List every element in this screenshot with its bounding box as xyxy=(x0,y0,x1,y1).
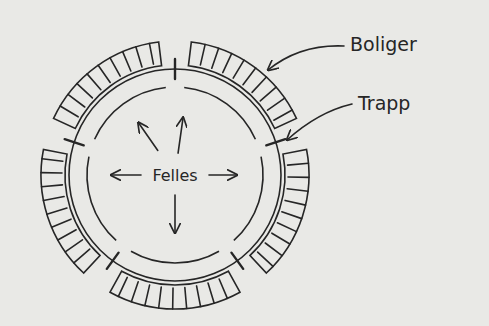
apartment-divider xyxy=(47,208,67,214)
apartment-divider xyxy=(208,283,214,303)
apartment-divider xyxy=(197,286,201,307)
apartment-divider xyxy=(223,54,232,73)
direction-arrow xyxy=(138,123,158,151)
common-area: Felles xyxy=(91,91,259,259)
housing-wing xyxy=(250,149,309,273)
housing-wing xyxy=(54,42,162,129)
apartment-divider xyxy=(145,285,150,305)
inner-wall xyxy=(87,157,116,241)
apartment-divider xyxy=(200,44,205,64)
apartment-divider xyxy=(42,185,63,187)
inner-wall xyxy=(95,87,166,139)
direction-arrow xyxy=(209,174,237,176)
area-label: Felles xyxy=(152,166,197,185)
apartment-divider xyxy=(68,94,85,107)
apartment-divider xyxy=(277,223,296,232)
stair-mark xyxy=(107,253,119,269)
inner-wall xyxy=(184,87,255,139)
apartment-divider xyxy=(258,252,273,266)
apartment-divider xyxy=(41,172,62,174)
apartment-divider xyxy=(285,200,305,205)
apartment-divider xyxy=(98,65,110,82)
apartment-divider xyxy=(118,277,127,296)
apartment-divider xyxy=(185,288,187,309)
leader-arrow xyxy=(268,46,344,70)
apartment-divider xyxy=(74,249,90,263)
apartment-divider xyxy=(149,43,153,64)
apartment-divider xyxy=(42,159,63,162)
apartment-divider xyxy=(52,219,71,227)
apartment-divider xyxy=(233,60,244,78)
direction-arrow xyxy=(174,195,176,233)
apartment-divider xyxy=(272,233,290,244)
stair-mark xyxy=(174,59,176,79)
apartment-divider xyxy=(288,163,309,165)
apartment-divider xyxy=(43,197,64,201)
inner-wall xyxy=(131,251,219,263)
apartment-divider xyxy=(265,243,282,256)
stair-mark xyxy=(266,139,285,145)
apartment-divider xyxy=(287,189,308,192)
apartment-divider xyxy=(77,84,92,98)
apartment-divider xyxy=(260,87,276,101)
apartment-divider xyxy=(252,77,266,92)
leader-arrow xyxy=(287,104,352,140)
apartment-divider xyxy=(110,58,120,76)
apartment-divider xyxy=(212,48,219,68)
apartment-divider xyxy=(58,230,76,240)
apartment-divider xyxy=(268,98,285,110)
apartment-divider xyxy=(288,176,309,178)
direction-arrow xyxy=(111,174,141,176)
apartment-divider xyxy=(282,212,302,219)
apartment-divider xyxy=(60,106,78,117)
apartment-divider xyxy=(131,282,138,302)
apartment-divider xyxy=(274,110,292,120)
housing-wing xyxy=(110,271,240,309)
inner-wall xyxy=(234,157,263,241)
apartment-divider xyxy=(159,287,162,308)
stair-mark xyxy=(231,253,243,269)
direction-arrow xyxy=(178,118,183,154)
housing-wing xyxy=(41,149,100,273)
apartment-divider xyxy=(136,47,142,67)
apartment-divider xyxy=(243,68,256,85)
apartment-divider xyxy=(65,240,82,252)
apartment-divider xyxy=(87,74,101,90)
outer-ring xyxy=(69,69,281,281)
stair-mark xyxy=(65,139,84,145)
housing-wing xyxy=(188,42,296,129)
apartment-divider xyxy=(172,288,174,309)
callout-label: Trapp xyxy=(358,92,410,114)
apartment-divider xyxy=(219,279,227,298)
apartment-divider xyxy=(123,52,131,71)
callout-label: Boliger xyxy=(350,33,417,55)
